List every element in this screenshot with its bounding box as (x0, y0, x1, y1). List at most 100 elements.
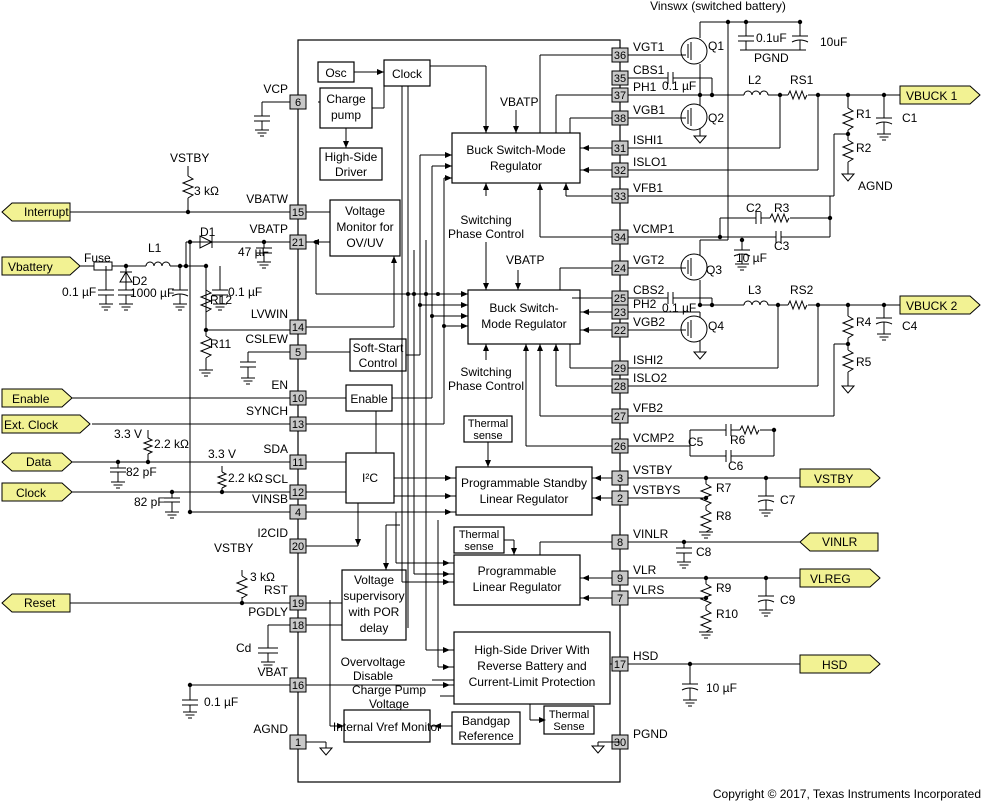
ts2-label-2: sense (464, 541, 493, 553)
label-q3: Q3 (706, 263, 722, 277)
switching-1a: Switching (460, 213, 511, 227)
pin-name: PH2 (633, 297, 657, 311)
label-c-01u-a: 0.1 µF (62, 285, 96, 299)
external-dots-left (115, 209, 267, 688)
pin-name: VGT1 (633, 40, 665, 54)
pin-number: 2 (617, 493, 623, 505)
pin-name: LVWIN (251, 307, 288, 321)
signal-enable: Enable (1, 388, 73, 408)
signal-vstby: VSTBY (799, 468, 881, 488)
internal-wiring (306, 54, 612, 727)
pin-number: 21 (292, 237, 304, 249)
signal-vinlr-label: VINLR (822, 535, 858, 549)
external-dots-right (681, 19, 887, 667)
ts1-label-2: sense (473, 430, 502, 442)
pin-number: 15 (292, 207, 304, 219)
pin-number: 17 (614, 659, 626, 671)
pin-name: VSTBYS (633, 483, 680, 497)
label-c7: C7 (780, 493, 796, 507)
label-c5: C5 (688, 435, 704, 449)
pin-name: VFB1 (633, 181, 663, 195)
label-c-01u-top: 0.1uF (756, 31, 787, 45)
signal-vstby-label: VSTBY (814, 472, 853, 486)
label-r10: R10 (716, 607, 738, 621)
supervisory-block (341, 569, 407, 641)
pin-number: 5 (295, 347, 301, 359)
top-supply-label: Vinswx (switched battery) (650, 0, 786, 13)
signal-vlreg: VLREG (799, 568, 881, 588)
copyright-text: Copyright © 2017, Texas Instruments Inco… (713, 787, 981, 801)
switching-2b: Phase Control (448, 379, 524, 393)
clock-label: Clock (392, 67, 423, 81)
pin-name: VCMP1 (633, 222, 675, 236)
vref-block (343, 709, 431, 743)
pin-number: 7 (617, 593, 623, 605)
signal-clock: Clock (1, 482, 73, 502)
plr-label-2: Linear Regulator (473, 580, 562, 594)
label-r1: R1 (856, 107, 872, 121)
pin-number: 35 (614, 73, 626, 85)
pin-i2cid (289, 538, 307, 554)
label-c-01u-c: 0.1 µF (204, 695, 238, 709)
signal-vinlr: VINLR (799, 532, 879, 552)
pin-name: ISHI1 (633, 133, 663, 147)
pin-number: 19 (292, 598, 304, 610)
hsdm-label-1: High-Side Driver With (474, 643, 589, 657)
hsd-main-block (453, 631, 611, 705)
label-rs2: RS2 (790, 283, 814, 297)
enable-block-label: Enable (350, 392, 388, 406)
signal-interrupt-label: Interrupt (24, 205, 69, 219)
label-c-10u-mid: 10 µF (736, 251, 767, 265)
buck1-block (451, 132, 581, 184)
soft-start-label-1: Soft-Start (353, 341, 404, 355)
pin-number: 9 (617, 573, 623, 585)
label-c-82p-a: 82 pF (126, 465, 157, 479)
signal-data-label: Data (26, 455, 52, 469)
label-r5: R5 (856, 355, 872, 369)
signal-hsd-label: HSD (822, 658, 848, 672)
signal-enable-label: Enable (12, 392, 50, 406)
label-r-22k-b: 2.2 kΩ (228, 471, 263, 485)
pin-name: HSD (633, 649, 659, 663)
pin-name: VLR (633, 563, 657, 577)
label-l3: L3 (748, 283, 762, 297)
buck2-block (467, 289, 581, 345)
pin-name: EN (271, 378, 288, 392)
pin-number: 12 (292, 487, 304, 499)
pin-name: I2CID (257, 526, 288, 540)
slr-label-2: Linear Regulator (480, 492, 569, 506)
d2-diode (119, 271, 133, 283)
label-c1: C1 (902, 111, 918, 125)
label-q2: Q2 (708, 111, 724, 125)
pin-name: AGND (253, 722, 288, 736)
label-r7: R7 (716, 481, 732, 495)
pin-number: 24 (614, 263, 626, 275)
pin-name: CSLEW (245, 332, 288, 346)
label-r2: R2 (856, 141, 872, 155)
signal-data: Data (1, 452, 73, 472)
pin-name: VCP (263, 82, 288, 96)
pin-number: 14 (292, 322, 304, 334)
pin-name: VFB2 (633, 401, 663, 415)
label-c-1000u: 1000 µF (130, 286, 174, 300)
standby-lr-block (455, 466, 593, 516)
label-r9: R9 (716, 581, 732, 595)
pin-number: 20 (292, 541, 304, 553)
bandgap-block (451, 711, 521, 745)
signal-vbuck2-label: VBUCK 2 (906, 299, 958, 313)
ts3-label-2: Sense (553, 721, 584, 733)
signal-reset: Reset (1, 593, 71, 613)
pin-lvwin (289, 319, 307, 335)
pin-name: VLRS (633, 583, 664, 597)
label-c8: C8 (696, 545, 712, 559)
switching-2a: Switching (460, 365, 511, 379)
pin-name: VGB1 (633, 103, 665, 117)
label-r11: R11 (210, 337, 231, 351)
hsd-block-label-2: Driver (335, 165, 367, 179)
pin-number: 1 (295, 737, 301, 749)
label-c-01u-b: 0.1 µF (228, 285, 262, 299)
pin-number: 10 (292, 393, 304, 405)
plr-block (453, 554, 581, 606)
label-c-01u-cbs2: 0.1 µF (662, 301, 696, 315)
label-r4: R4 (856, 315, 872, 329)
